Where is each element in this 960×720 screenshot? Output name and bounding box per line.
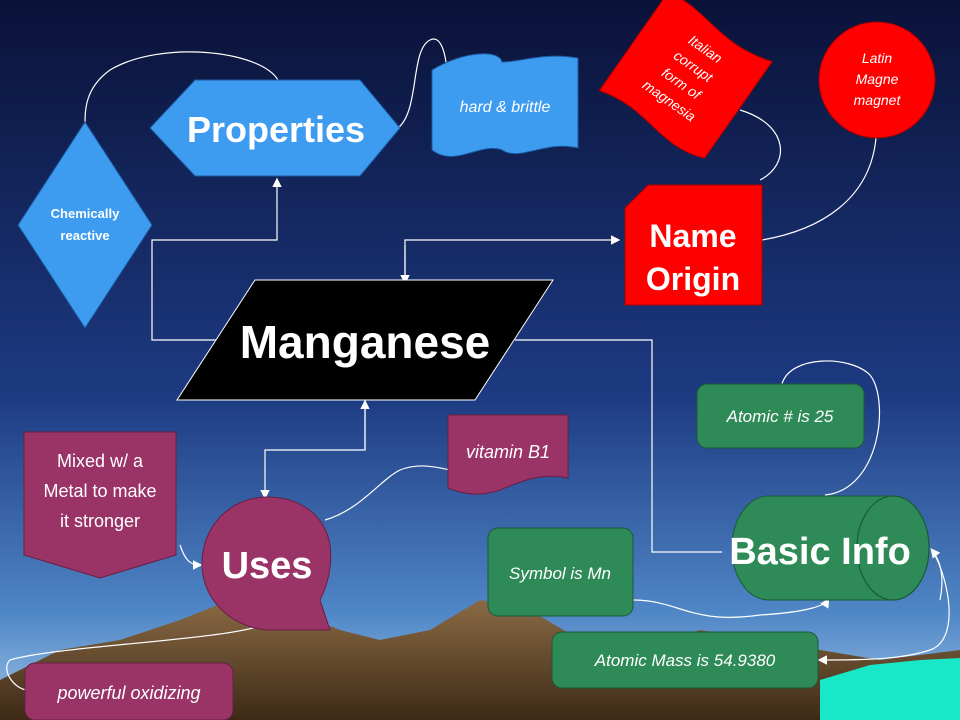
manganese-label: Manganese [240,316,491,368]
connector-symbol [631,597,830,618]
connector-atomic-mass-back [930,548,943,601]
symbol-node[interactable]: Symbol is Mn [487,527,634,617]
basic-info-node[interactable]: Basic Info [729,495,930,601]
connectors [6,38,950,691]
mixed-label-line2: Metal to make [43,481,156,501]
hard-brittle-node[interactable]: hard & brittle [431,53,579,157]
properties-label: Properties [187,109,365,150]
chemically-label-line2: reactive [60,228,109,243]
connector-vitamin [324,465,451,521]
chemically-label-line1: Chemically [51,206,120,221]
mixed-metal-node[interactable]: Mixed w/ a Metal to make it stronger [23,431,177,579]
connector-italian [739,109,782,181]
name-origin-label-line2: Origin [646,261,740,297]
symbol-label: Symbol is Mn [509,564,611,583]
name-origin-node[interactable]: Name Origin [624,184,763,306]
italian-node[interactable]: Italian corrupt form of magnesia [598,0,774,163]
uses-label: Uses [222,545,313,587]
latin-label-line2: Magne [856,71,899,87]
basic-info-label: Basic Info [729,531,911,573]
properties-node[interactable]: Properties [149,79,401,177]
powerful-label: powerful oxidizing [56,683,200,703]
connector-properties [151,177,282,341]
mixed-label-line3: it stronger [60,511,140,531]
powerful-node[interactable]: powerful oxidizing [24,662,234,720]
latin-node[interactable]: Latin Magne magnet [818,21,936,139]
vitamin-node[interactable]: vitamin B1 [447,414,569,495]
atomic-mass-label: Atomic Mass is 54.9380 [594,651,776,670]
connector-hard [397,38,448,129]
hard-brittle-label: hard & brittle [460,99,551,116]
vitamin-label: vitamin B1 [466,442,550,462]
manganese-node[interactable]: Manganese [176,279,554,401]
uses-node[interactable]: Uses [201,496,332,631]
connector-chemically [84,51,279,126]
connector-atomic-number [781,360,881,496]
connector-atomic-mass [817,549,950,665]
atomic-number-node[interactable]: Atomic # is 25 [696,383,865,449]
latin-label-line3: magnet [854,92,902,108]
name-origin-label-line1: Name [649,218,736,254]
connector-latin [761,137,877,241]
mixed-label-line1: Mixed w/ a [57,451,144,471]
connector-mixed [179,544,203,570]
atomic-mass-node[interactable]: Atomic Mass is 54.9380 [551,631,819,689]
connector-basic-info [515,339,722,553]
connector-powerful [6,621,271,691]
latin-label-line1: Latin [862,50,893,66]
water [820,658,960,720]
mountains [0,600,960,720]
chemically-reactive-node[interactable]: Chemically reactive [17,121,153,329]
atomic-number-label: Atomic # is 25 [726,407,834,426]
